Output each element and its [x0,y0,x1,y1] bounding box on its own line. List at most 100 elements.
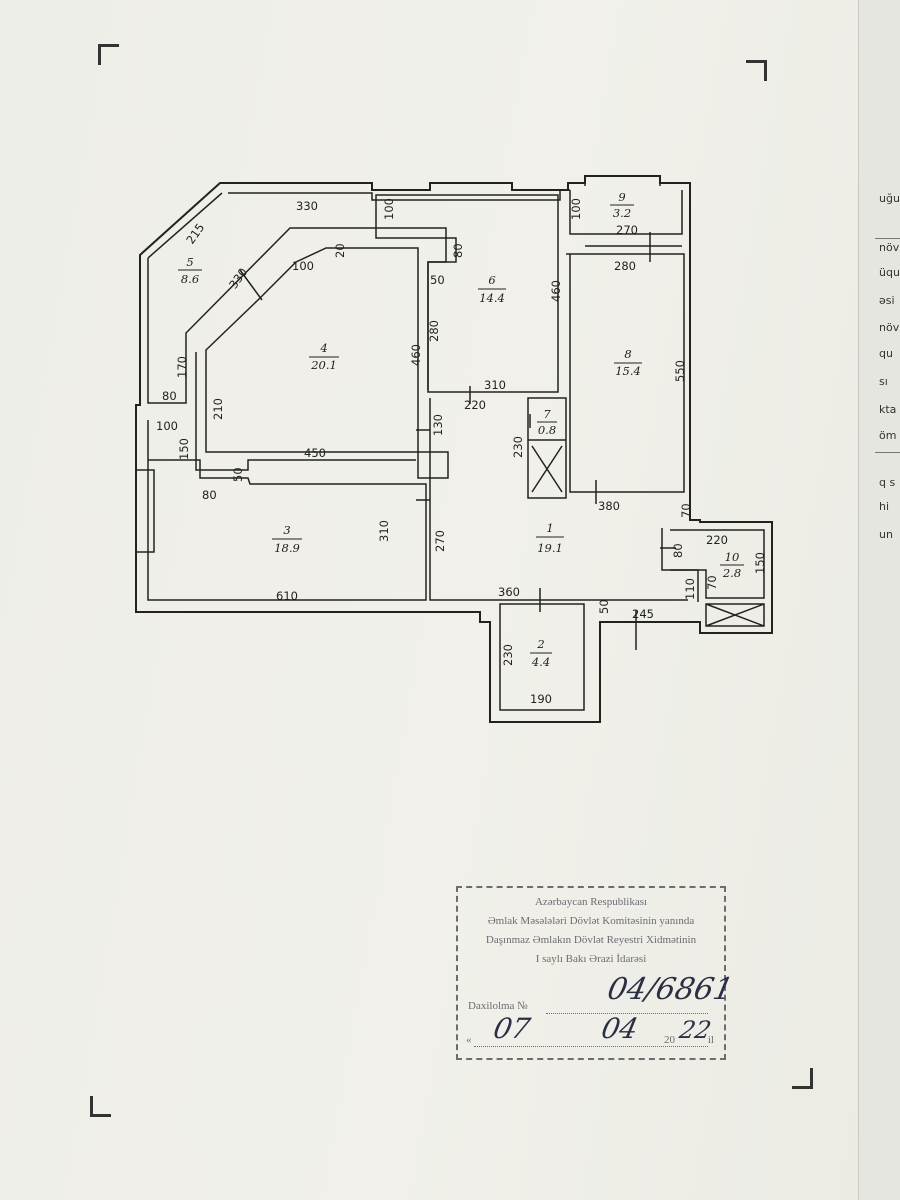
dimension: 170 [175,356,189,378]
dimension: 220 [706,533,728,547]
side-rule [875,452,900,453]
side-text: uğu [879,192,900,205]
door-marks [239,232,676,650]
dimension: 330 [296,199,318,213]
stamp-line: Azərbaycan Respublikası [534,896,648,908]
side-text: növ [879,321,900,334]
room-label: 3 18.9 [272,523,302,555]
date-quote-open: « [466,1034,472,1046]
side-text: öm [879,429,897,442]
dimension: 270 [433,530,447,552]
dimension: 550 [673,360,687,382]
dimension: 230 [511,436,525,458]
room-area: 14.4 [479,291,505,305]
date-line [474,1046,708,1047]
side-text: kta [879,403,897,416]
room-1-outline [429,398,699,602]
handwritten-month: 04 [598,1012,642,1045]
side-text: q s [879,476,896,489]
dimension: 130 [431,414,445,436]
room-number: 9 [618,190,625,204]
crop-mark-bottom-left [90,1096,111,1117]
dimension: 190 [530,692,552,706]
side-text: üqu [879,266,900,279]
underlying-document-edge: uğu növ üqu əsi növ qu sı kta öm q s hi … [858,0,900,1200]
handwritten-year: 22 [677,1016,714,1044]
room-number: 7 [543,407,551,421]
dimension: 460 [409,344,423,366]
dimension: 80 [202,488,217,502]
room-number: 10 [725,550,740,564]
dimension: 460 [549,280,563,302]
dimension: 70 [679,503,693,518]
date-year-prefix: 20 [664,1034,675,1046]
room-9-outline [569,176,683,247]
stamp-line: Əmlak Məsələləri Dövlət Komitəsinin yanı… [487,915,695,927]
dimension: 50 [430,273,445,287]
room-area: 20.1 [310,358,337,372]
dimension: 245 [632,607,654,621]
room-area: 3.2 [613,206,631,220]
dimension: 80 [451,243,465,258]
room-number: 8 [624,347,631,361]
registration-label: Daxilolma № [468,1000,528,1012]
side-text: əsi [879,294,895,307]
side-text: un [879,528,893,541]
date-suffix: il [707,1034,714,1046]
dimension: 110 [683,578,697,600]
dimension: 150 [177,438,191,460]
dimension: 310 [484,378,506,392]
room-label: 1 19.1 [536,521,564,555]
room-area: 0.8 [538,423,556,437]
room-3-outline [147,420,427,601]
dimension: 100 [569,198,583,220]
handwritten-registration-number: 04/6861 [604,972,737,1007]
dimension: 450 [304,446,326,460]
dimension: 270 [616,223,638,237]
room-7-outline [527,397,567,499]
room-area: 8.6 [181,272,199,286]
stamp-line: I saylı Bakı Ərazi İdarəsi [535,953,647,965]
room-number: 4 [319,341,327,355]
registry-stamp: Azərbaycan Respublikası Əmlak Məsələləri… [456,886,736,1060]
dimension: 310 [377,520,391,542]
room-area: 18.9 [274,541,300,555]
side-rule [875,238,900,239]
shaft-cross [531,445,563,493]
room-label: 5 8.6 [178,255,202,286]
room-6-outline [375,194,559,393]
room-area: 15.4 [615,364,641,378]
registration-line [546,1013,708,1014]
room-label: 2 4.4 [530,637,552,669]
dimension: 100 [156,419,178,433]
outer-wall [135,175,773,723]
dimension: 80 [162,389,177,403]
inner-wall [228,189,570,201]
room-number: 5 [186,255,193,269]
dimension: 360 [498,585,520,599]
dimension: 150 [753,552,767,574]
room-10-outline [670,529,765,599]
room-label: 10 2.8 [720,550,744,580]
crop-mark-bottom-right [792,1068,813,1089]
dimension: 210 [211,398,225,420]
dimension: 280 [614,259,636,273]
room-label: 6 14.4 [478,273,506,305]
floor-plan: 1 19.1 2 4.4 3 18.9 4 20.1 5 8.6 6 14.4 … [135,175,773,723]
dimension: 100 [382,198,396,220]
dimension: 80 [671,543,685,558]
room-8-outline [566,253,685,493]
dimension: 50 [231,467,245,482]
room-area: 2.8 [722,566,741,580]
room-area: 19.1 [537,541,563,555]
crop-mark-top-right [746,60,767,81]
stamp-line: Daşınmaz Əmlakın Dövlət Reyestri Xidməti… [485,934,697,946]
dimension: 230 [501,644,515,666]
room-2-outline [499,603,585,711]
room-number: 6 [488,273,495,287]
room-number: 1 [546,521,553,535]
dimension: 610 [276,589,298,603]
side-text: hi [879,500,890,513]
side-text: sı [879,375,888,388]
handwritten-day: 07 [490,1012,534,1045]
